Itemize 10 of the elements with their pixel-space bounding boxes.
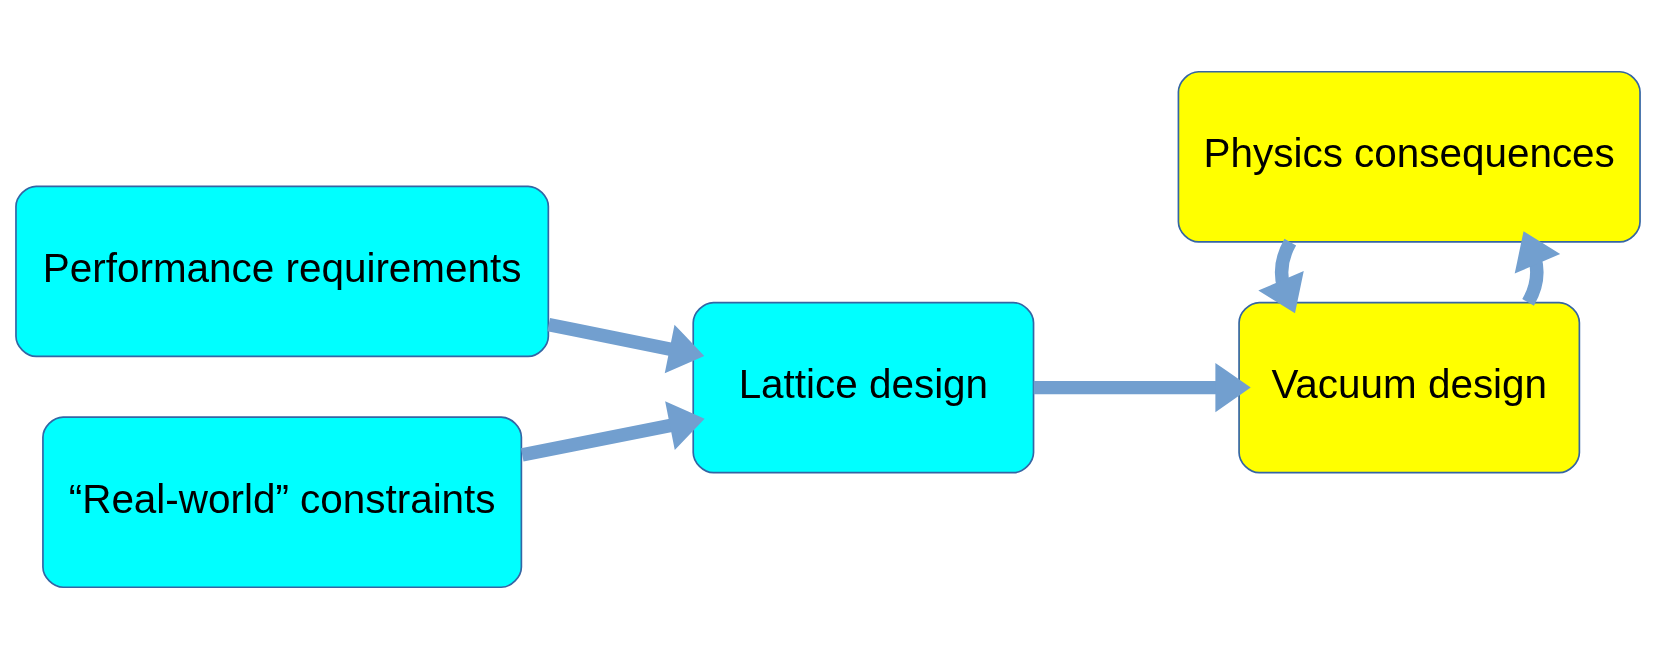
arrow — [1033, 362, 1251, 413]
node-box: “Real-world” constraints — [42, 416, 523, 589]
arrow — [1258, 238, 1304, 314]
node-box: Lattice design — [692, 301, 1035, 474]
arrow — [520, 401, 705, 462]
node-box: Performance requirements — [15, 185, 550, 358]
node-box: Physics consequences — [1177, 70, 1641, 243]
node-box: Vacuum design — [1238, 301, 1581, 474]
arrow — [1514, 231, 1561, 306]
arrow — [547, 318, 705, 374]
